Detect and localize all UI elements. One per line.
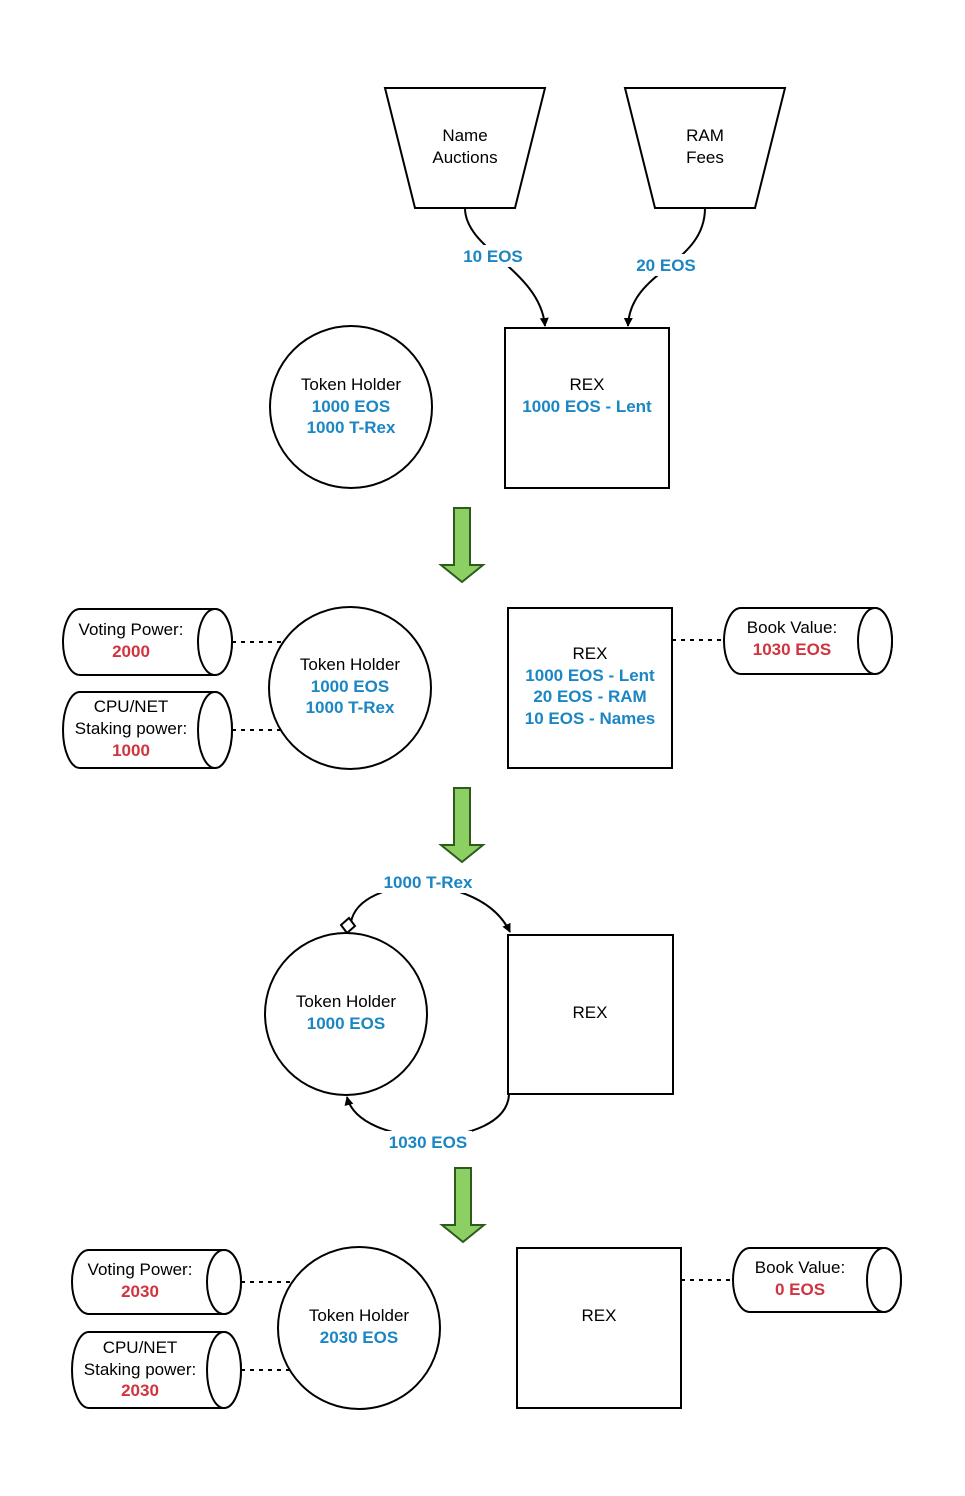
rex-lent: 1000 EOS - Lent (525, 666, 655, 685)
rex-title: REX (573, 1003, 608, 1022)
token-holder-trex: 1000 T-Rex (307, 418, 396, 437)
rex-title: REX (573, 644, 608, 663)
rex-box (507, 934, 674, 1095)
token-holder-title: Token Holder (296, 992, 397, 1011)
book-value-value: 0 EOS (775, 1280, 825, 1299)
ram-fees-label-2: Fees (686, 148, 724, 167)
stage-1: Name Auctions RAM Fees 10 EOS 20 EOS Tok… (269, 87, 787, 489)
voting-power-label: Voting Power: (88, 1260, 193, 1279)
rex-names: 10 EOS - Names (525, 709, 655, 728)
step-arrow-2 (438, 787, 486, 864)
name-auctions-label-2: Auctions (432, 148, 497, 167)
flow-ram-label: 20 EOS (636, 256, 696, 275)
trex-transfer-origin (339, 916, 357, 935)
flow-eos-label: 1030 EOS (389, 1133, 467, 1152)
token-holder-eos: 1000 EOS (311, 677, 389, 696)
token-holder-title: Token Holder (309, 1306, 410, 1325)
ram-fees-label-1: RAM (686, 126, 724, 145)
rex-box (507, 607, 673, 769)
token-holder-title: Token Holder (300, 655, 401, 674)
token-holder-eos: 1000 EOS (312, 397, 390, 416)
ram-fees-source (623, 87, 787, 209)
book-value-label: Book Value: (755, 1258, 845, 1277)
step-arrow-1 (438, 507, 486, 584)
rex-lent: 1000 EOS - Lent (522, 397, 652, 416)
token-holder-circle (264, 932, 428, 1096)
rex-box (504, 327, 670, 489)
token-holder-title: Token Holder (301, 375, 402, 394)
stage-2: Voting Power: 2000 CPU/NET Staking power… (62, 606, 893, 770)
token-holder-circle (268, 606, 432, 770)
staking-power-label-1: CPU/NET (103, 1338, 178, 1357)
voting-power-label: Voting Power: (79, 620, 184, 639)
token-holder-circle (277, 1246, 441, 1410)
name-auctions-label-1: Name (442, 126, 487, 145)
rex-box (516, 1247, 682, 1409)
step-arrow-3 (439, 1167, 487, 1244)
staking-power-label-1: CPU/NET (94, 697, 169, 716)
name-auctions-source (383, 87, 547, 209)
token-holder-eos: 2030 EOS (320, 1328, 398, 1347)
voting-power-value: 2000 (112, 642, 150, 661)
flow-trex-label: 1000 T-Rex (384, 873, 473, 892)
stage-4: Voting Power: 2030 CPU/NET Staking power… (71, 1246, 902, 1410)
staking-power-value: 1000 (112, 741, 150, 760)
flow-name-label: 10 EOS (463, 247, 523, 266)
staking-power-label-2: Staking power: (75, 719, 187, 738)
token-holder-trex: 1000 T-Rex (306, 698, 395, 717)
voting-power-value: 2030 (121, 1282, 159, 1301)
token-holder-circle (269, 325, 433, 489)
staking-power-value: 2030 (121, 1381, 159, 1400)
staking-power-label-2: Staking power: (84, 1360, 196, 1379)
book-value-label: Book Value: (747, 618, 837, 637)
token-holder-eos: 1000 EOS (307, 1014, 385, 1033)
stage-3: 1000 T-Rex Token Holder 1000 EOS REX 103… (264, 871, 674, 1153)
rex-ram: 20 EOS - RAM (533, 687, 646, 706)
eos-return-arrow (344, 1094, 510, 1138)
rex-title: REX (570, 375, 605, 394)
book-value-value: 1030 EOS (753, 640, 831, 659)
rex-title: REX (582, 1306, 617, 1325)
